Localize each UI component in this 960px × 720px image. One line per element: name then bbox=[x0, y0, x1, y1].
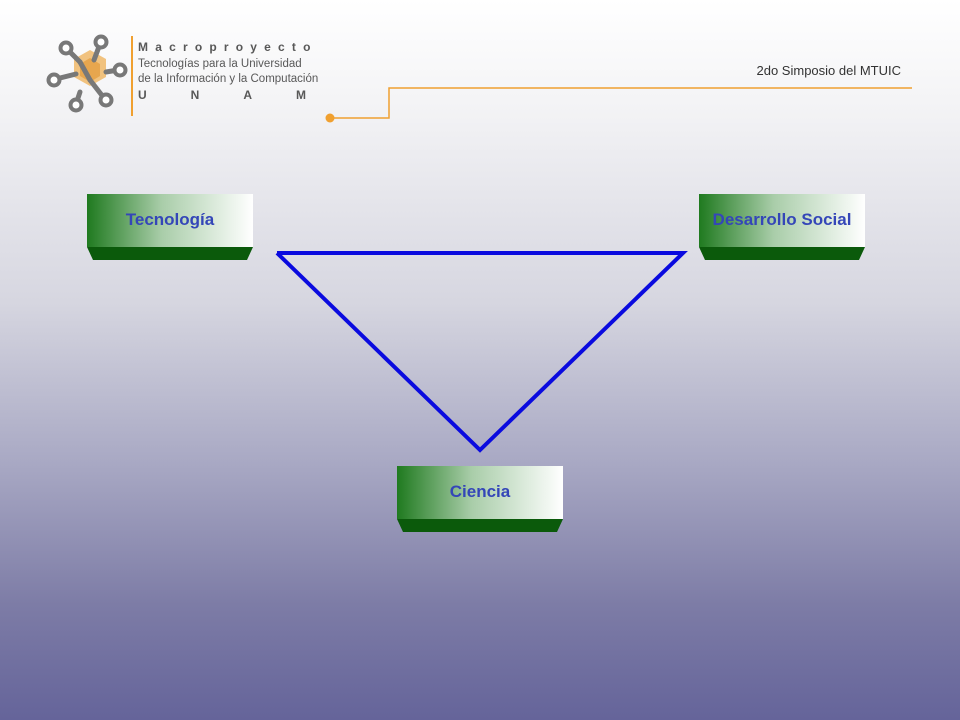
node-tecnologia: Tecnología bbox=[87, 194, 253, 260]
node-label-tecnologia: Tecnología bbox=[125, 210, 215, 229]
logo-divider bbox=[131, 36, 133, 116]
logo-brand-text: Macroproyecto bbox=[138, 40, 318, 54]
logo-subtitle-line2: de la Información y la Computación bbox=[138, 73, 319, 85]
node-label-desarrollo-social: Desarrollo Social bbox=[712, 210, 852, 229]
triangle-lines bbox=[275, 251, 688, 453]
node-ciencia: Ciencia bbox=[397, 466, 563, 532]
header-accent-dot bbox=[325, 113, 335, 123]
header-accent-lines bbox=[325, 87, 912, 123]
logo-subtitle-line1: Tecnologías para la Universidad bbox=[138, 58, 302, 70]
logo-unam-text: UNAM bbox=[138, 88, 350, 102]
event-title: 2do Simposio del MTUIC bbox=[756, 63, 902, 78]
macroproyecto-logo: Macroproyecto Tecnologías para la Univer… bbox=[44, 32, 344, 122]
node-desarrollo-social: Desarrollo Social bbox=[699, 194, 865, 260]
node-label-ciencia: Ciencia bbox=[449, 482, 511, 501]
molecule-network-icon bbox=[46, 34, 128, 113]
